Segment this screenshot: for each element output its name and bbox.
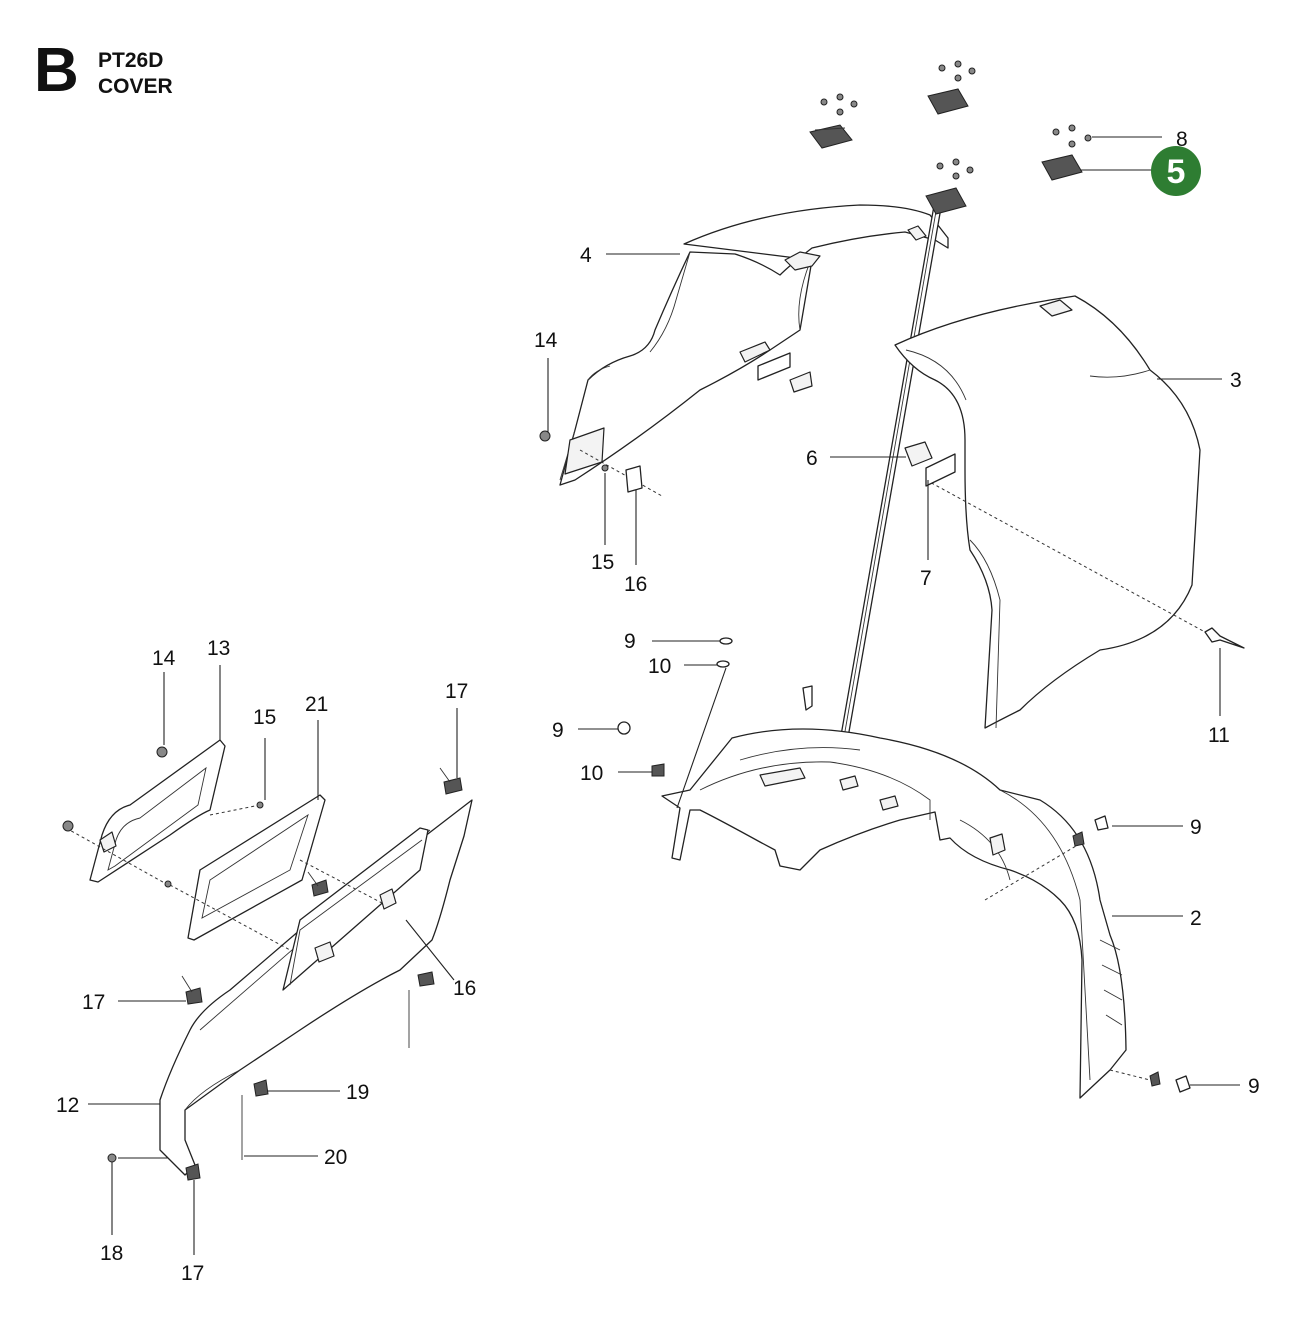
callout-17-a: 17 bbox=[445, 680, 468, 703]
highlighted-callout-5[interactable]: 5 bbox=[1151, 146, 1201, 196]
callout-13: 13 bbox=[207, 637, 230, 660]
callout-10-a: 10 bbox=[648, 655, 671, 678]
callout-14-lower: 14 bbox=[152, 647, 176, 670]
leader-lines bbox=[88, 136, 1240, 1255]
hinge-part-upper-mid bbox=[927, 88, 969, 115]
callout-9-a: 9 bbox=[624, 630, 636, 653]
callout-14-upper: 14 bbox=[534, 329, 558, 352]
diagram-title: COVER bbox=[98, 75, 173, 98]
hood-cover-part bbox=[559, 204, 949, 497]
callout-12: 12 bbox=[56, 1094, 79, 1117]
hinge-part-lower bbox=[925, 187, 967, 215]
model-name: PT26D bbox=[98, 49, 164, 72]
callout-4: 4 bbox=[580, 244, 592, 267]
callout-8: 8 bbox=[1176, 128, 1188, 151]
highlight-badge-label: 5 bbox=[1167, 153, 1186, 191]
callout-6: 6 bbox=[806, 447, 818, 470]
callout-11: 11 bbox=[1208, 724, 1230, 747]
callout-10-b: 10 bbox=[580, 762, 603, 785]
callout-15-upper: 15 bbox=[591, 551, 614, 574]
fastener-screws bbox=[62, 60, 1191, 1181]
callout-21: 21 bbox=[305, 693, 328, 716]
pad-part-7 bbox=[925, 453, 956, 487]
pin-part-11 bbox=[1204, 627, 1245, 649]
gasket-part-21 bbox=[187, 794, 326, 941]
callout-7: 7 bbox=[920, 567, 932, 590]
callout-17-c: 17 bbox=[181, 1262, 204, 1285]
hinge-part-5 bbox=[1041, 154, 1083, 181]
bracket-part-6 bbox=[904, 441, 933, 467]
section-letter: B bbox=[34, 36, 79, 105]
callout-labels: 4 3 6 7 8 14 15 16 9 10 9 10 11 9 2 9 14… bbox=[56, 128, 1260, 1285]
callout-17-b: 17 bbox=[82, 991, 105, 1014]
highlight-badge[interactable] bbox=[1151, 146, 1201, 196]
callout-20: 20 bbox=[324, 1146, 347, 1169]
rear-cover-part bbox=[894, 295, 1206, 729]
callout-19: 19 bbox=[346, 1081, 369, 1104]
callout-15-lower: 15 bbox=[253, 706, 276, 729]
callout-9-d: 9 bbox=[1248, 1075, 1260, 1098]
front-fender-part bbox=[661, 728, 1151, 1099]
callout-16-upper: 16 bbox=[624, 573, 647, 596]
callout-18: 18 bbox=[100, 1242, 123, 1265]
callout-9-b: 9 bbox=[552, 719, 564, 742]
panel-13-frame bbox=[89, 739, 226, 883]
callout-9-c: 9 bbox=[1190, 816, 1202, 839]
side-panel-part bbox=[159, 799, 473, 1176]
callout-16-lower: 16 bbox=[453, 977, 476, 1000]
hinge-part-upper-left bbox=[809, 124, 853, 149]
callout-3: 3 bbox=[1230, 369, 1242, 392]
callout-2: 2 bbox=[1190, 907, 1202, 930]
